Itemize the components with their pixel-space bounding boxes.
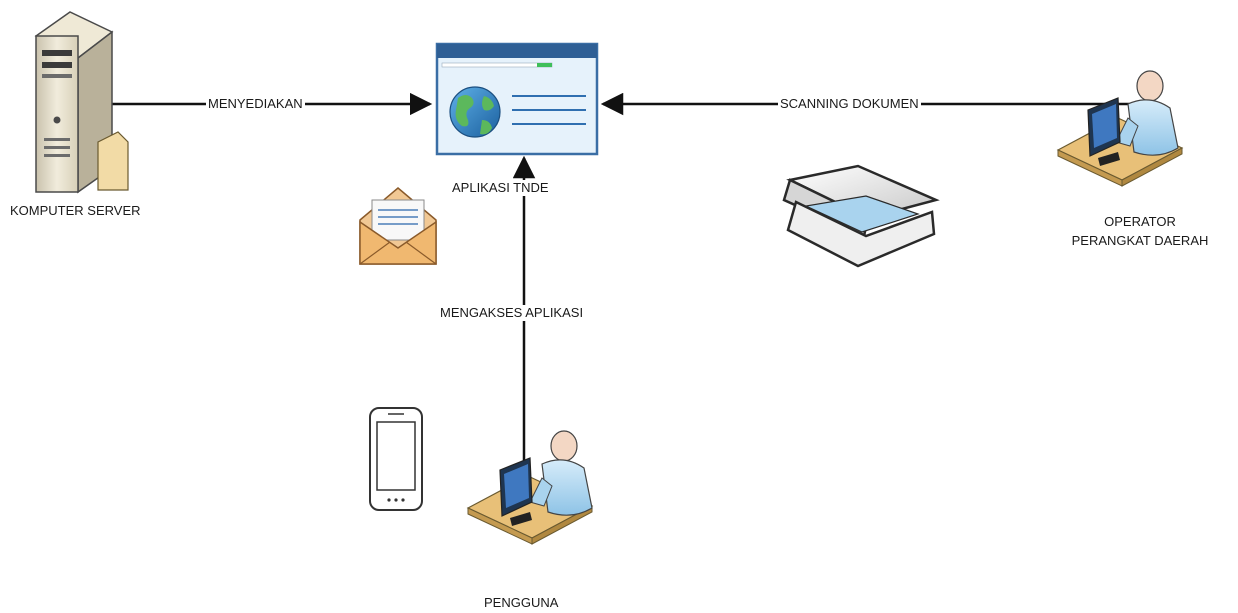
operator-icon bbox=[1056, 70, 1184, 187]
node-label-komputer-server: KOMPUTER SERVER bbox=[10, 203, 141, 218]
node-label-aplikasi-tnde: APLIKASI TNDE bbox=[450, 180, 551, 196]
edge-label-menyediakan: MENYEDIAKAN bbox=[206, 96, 305, 112]
node-label-pengguna: PENGGUNA bbox=[484, 595, 559, 610]
web-application-icon bbox=[435, 42, 599, 156]
user-icon bbox=[466, 430, 594, 545]
smartphone-icon bbox=[369, 407, 423, 511]
node-label-operator-line2: PERANGKAT DAERAH bbox=[1071, 233, 1209, 248]
node-label-operator: OPERATOR PERANGKAT DAERAH bbox=[1030, 214, 1238, 249]
edge-label-mengakses-aplikasi: MENGAKSES APLIKASI bbox=[437, 305, 587, 321]
server-icon bbox=[34, 11, 129, 194]
edge-label-scanning-dokumen: SCANNING DOKUMEN bbox=[778, 96, 921, 112]
node-label-operator-line1: OPERATOR bbox=[1104, 214, 1176, 229]
mail-envelope-icon bbox=[359, 187, 437, 265]
scanner-icon bbox=[782, 164, 940, 268]
